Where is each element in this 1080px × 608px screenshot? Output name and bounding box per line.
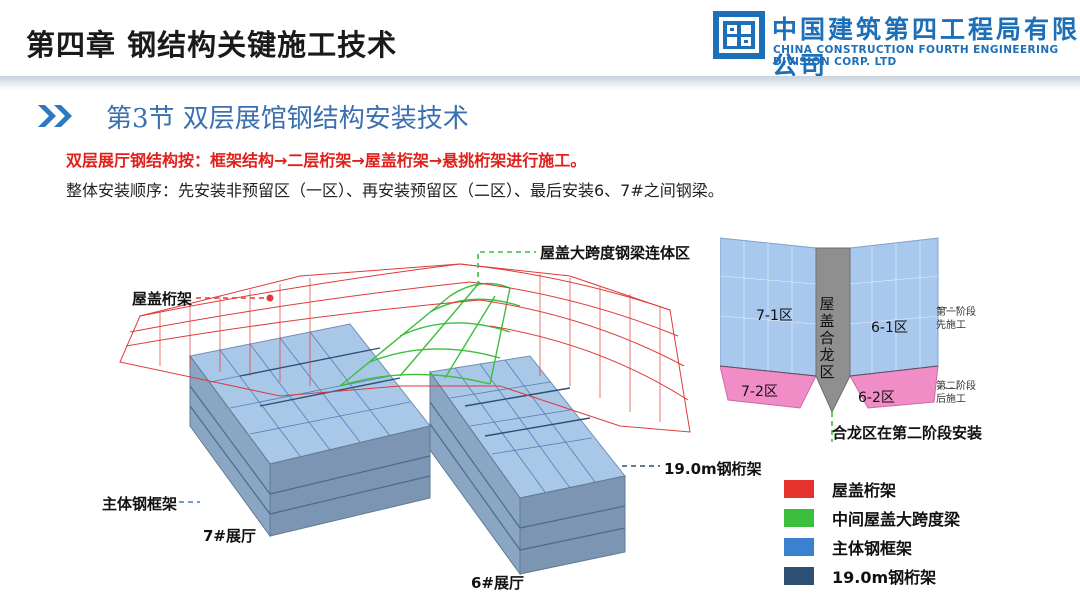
label-main-frame: 主体钢框架 — [102, 495, 178, 513]
stage1-note: 第一阶段 先施工 — [936, 307, 976, 331]
legend-item-roof-span-beam: 中间屋盖大跨度梁 — [784, 503, 1074, 532]
plan-zone-6-1: 6-1区 — [871, 320, 908, 336]
plan-zone-7-2: 7-2区 — [741, 384, 778, 400]
stage2-note: 第二阶段 后施工 — [936, 381, 976, 405]
plan-zone-6-2: 6-2区 — [858, 390, 895, 406]
legend-swatch-green — [784, 508, 814, 527]
plan-zone-7-1: 7-1区 — [756, 308, 793, 324]
company-name-en: CHINA CONSTRUCTION FOURTH ENGINEERING DI… — [773, 44, 1059, 68]
legend-label: 主体钢框架 — [832, 538, 913, 558]
legend-item-roof-truss: 屋盖桁架 — [784, 474, 1074, 503]
roof-truss-red — [119, 263, 691, 433]
section-title: 第3节 双层展馆钢结构安装技术 — [106, 104, 469, 134]
legend-item-main-frame: 主体钢框架 — [784, 532, 1074, 561]
legend-label: 中间屋盖大跨度梁 — [832, 509, 961, 529]
cscec-logo-icon — [713, 11, 765, 59]
header-divider-bar — [0, 76, 1080, 90]
legend: 屋盖桁架 中间屋盖大跨度梁 主体钢框架 19.0m钢桁架 — [784, 474, 1074, 590]
chapter-title: 第四章 钢结构关键施工技术 — [26, 28, 398, 62]
legend-item-19m-truss: 19.0m钢桁架 — [784, 561, 1074, 590]
legend-swatch-navy — [784, 566, 814, 585]
label-leader-lines — [170, 251, 660, 503]
installation-order-text: 整体安装顺序：先安装非预留区（一区）、再安装预留区（二区）、最后安装6、7#之间… — [66, 181, 724, 200]
legend-label: 19.0m钢桁架 — [832, 567, 937, 587]
legend-swatch-red — [784, 479, 814, 498]
steel-structure-3d-diagram — [119, 251, 691, 576]
legend-label: 屋盖桁架 — [832, 480, 897, 500]
plan-closure-vertical-label: 屋盖合龙区 — [819, 295, 835, 381]
closure-zone-note: 合龙区在第二阶段安装 — [832, 424, 983, 442]
label-hall-6: 6#展厅 — [471, 574, 525, 592]
company-name-cn: 中国建筑第四工程局有限公司 — [772, 15, 1080, 80]
label-19m-truss: 19.0m钢桁架 — [664, 460, 762, 478]
closure-zone-plan-diagram — [720, 237, 958, 442]
legend-swatch-blue — [784, 537, 814, 556]
label-roof-truss: 屋盖桁架 — [132, 290, 193, 308]
label-hall-7: 7#展厅 — [203, 527, 257, 545]
hall6-building — [429, 355, 626, 576]
label-roof-span-zone: 屋盖大跨度钢梁连体区 — [540, 244, 691, 262]
double-chevron-icon — [38, 105, 72, 127]
construction-sequence-text: 双层展厅钢结构按：框架结构→二层桁架→屋盖桁架→悬挑桁架进行施工。 — [66, 151, 587, 170]
slide-header: 第四章 钢结构关键施工技术 中国建筑第四工程局有限公司 CHINA CONSTR… — [0, 0, 1080, 80]
